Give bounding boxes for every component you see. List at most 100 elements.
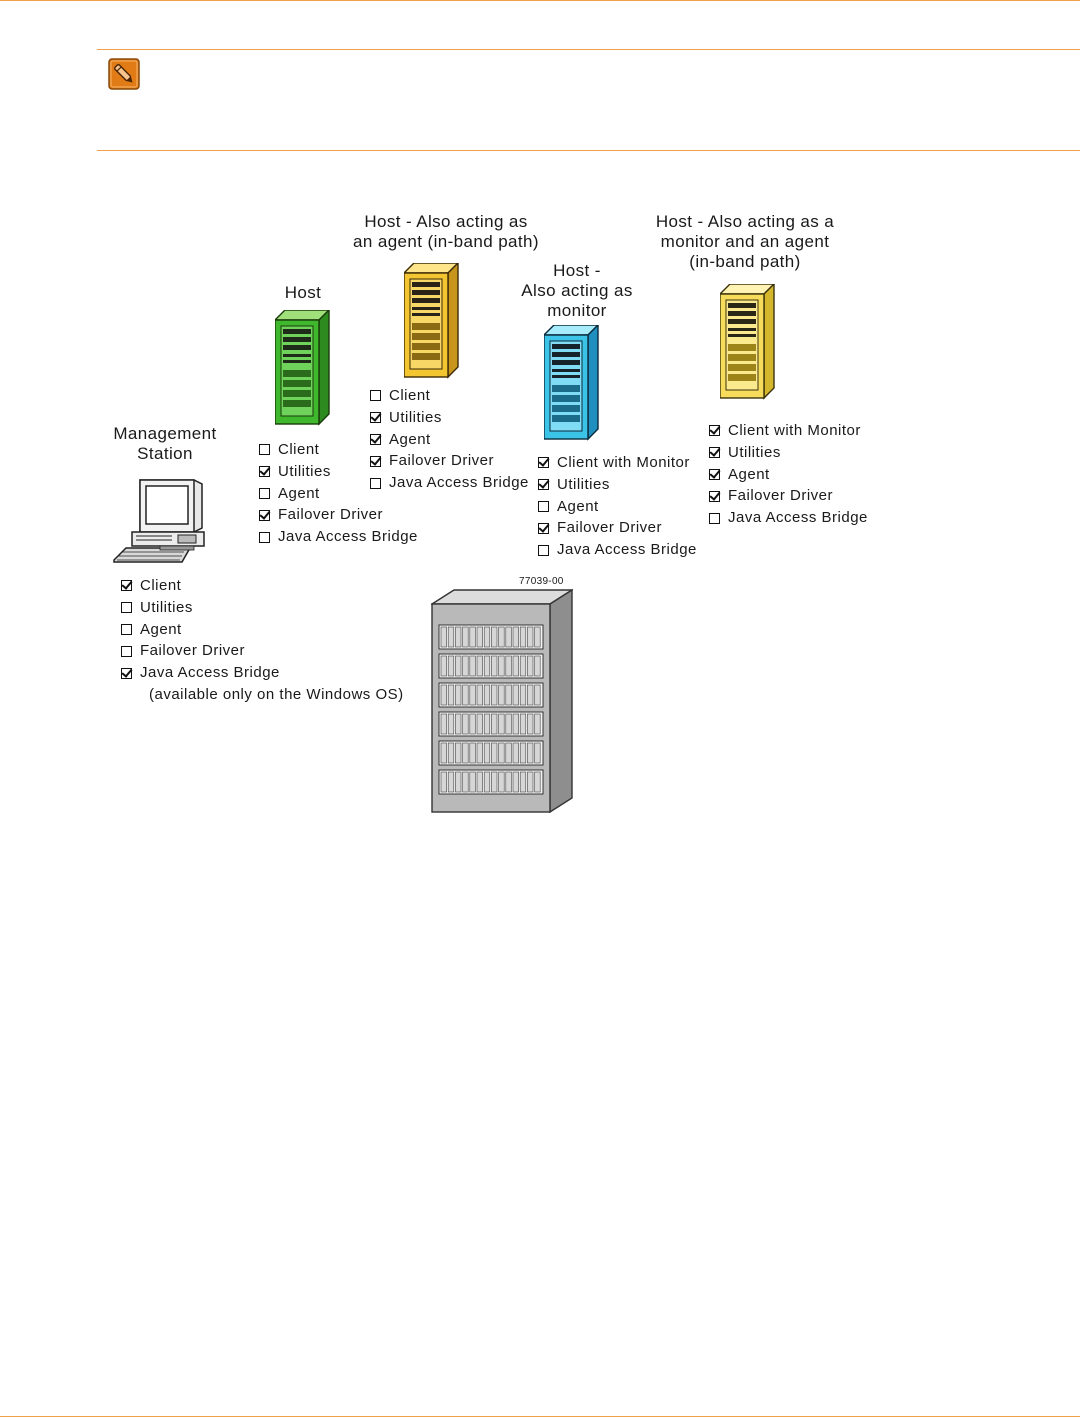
component-item: Client bbox=[370, 385, 529, 407]
unchecked-box-icon bbox=[538, 544, 549, 556]
drive-slot bbox=[519, 684, 527, 706]
drive-slot bbox=[483, 742, 491, 764]
component-item: Client with Monitor bbox=[538, 452, 697, 474]
drive-slot bbox=[512, 626, 519, 648]
drive-slot bbox=[476, 713, 483, 735]
unchecked-box-icon bbox=[370, 390, 381, 402]
checked-box-icon bbox=[370, 433, 381, 445]
checked-box-icon bbox=[709, 490, 720, 502]
component-item: Java Access Bridge bbox=[709, 507, 868, 529]
checked-box-icon bbox=[259, 466, 270, 478]
drive-slot bbox=[491, 713, 498, 735]
drive-slot bbox=[491, 742, 498, 764]
drive-slot bbox=[447, 626, 455, 648]
drive-slot bbox=[455, 626, 462, 648]
drive-slot bbox=[462, 684, 469, 706]
drive-slot bbox=[498, 684, 505, 706]
component-item: Failover Driver bbox=[370, 450, 529, 472]
host-monitor-agent-components: Client with Monitor Utilities Agent Fail… bbox=[709, 420, 868, 529]
drive-slot bbox=[440, 713, 447, 735]
drive-slot bbox=[534, 771, 541, 793]
host-monitor-label: Host - Also acting as monitor bbox=[521, 261, 633, 320]
note-pencil-icon bbox=[108, 58, 140, 90]
drive-slot bbox=[512, 655, 519, 677]
host-agent-label: Host - Also acting as an agent (in-band … bbox=[353, 212, 539, 251]
checked-box-icon bbox=[121, 580, 132, 592]
drive-slot bbox=[505, 626, 512, 648]
component-item: Failover Driver bbox=[709, 485, 868, 507]
drive-slot bbox=[447, 655, 455, 677]
unchecked-box-icon bbox=[538, 500, 549, 512]
drive-slot bbox=[505, 655, 512, 677]
drive-slot bbox=[447, 742, 455, 764]
checked-box-icon bbox=[709, 447, 720, 459]
host-agent-components: Client Utilities Agent Failover Driver J… bbox=[370, 385, 529, 494]
component-item: Client bbox=[259, 439, 418, 461]
drive-slot bbox=[462, 742, 469, 764]
drive-slot bbox=[498, 655, 505, 677]
figure-id: 77039-00 bbox=[519, 576, 564, 587]
management-station-computer-icon bbox=[113, 479, 205, 563]
drive-slot bbox=[483, 713, 491, 735]
drive-slot bbox=[476, 684, 483, 706]
drive-slot bbox=[519, 771, 527, 793]
unchecked-box-icon bbox=[259, 444, 270, 456]
drive-slot bbox=[534, 742, 541, 764]
checked-box-icon bbox=[121, 667, 132, 679]
host-agent-server-icon bbox=[404, 263, 459, 379]
unchecked-box-icon bbox=[121, 645, 132, 657]
drive-slot bbox=[440, 684, 447, 706]
component-item: Failover Driver bbox=[259, 504, 418, 526]
drive-slot bbox=[462, 655, 469, 677]
windows-only-note: (available only on the Windows OS) bbox=[149, 686, 404, 703]
drive-slot bbox=[527, 771, 534, 793]
component-item: Utilities bbox=[370, 407, 529, 429]
drive-slot bbox=[491, 684, 498, 706]
drive-slot bbox=[483, 626, 491, 648]
drive-slot bbox=[512, 742, 519, 764]
drive-slot bbox=[476, 655, 483, 677]
host-components: Client Utilities Agent Failover Driver J… bbox=[259, 439, 418, 548]
drive-slot bbox=[447, 771, 455, 793]
drive-slot bbox=[455, 684, 462, 706]
drive-slot bbox=[519, 626, 527, 648]
drive-slot bbox=[534, 684, 541, 706]
drive-slot bbox=[519, 742, 527, 764]
note-top-rule bbox=[97, 49, 1080, 50]
drive-slot bbox=[469, 713, 476, 735]
checked-box-icon bbox=[538, 522, 549, 534]
unchecked-box-icon bbox=[121, 623, 132, 635]
component-item: Agent bbox=[121, 619, 280, 641]
drive-slot bbox=[455, 655, 462, 677]
drive-slot bbox=[534, 655, 541, 677]
drive-slot bbox=[512, 771, 519, 793]
checked-box-icon bbox=[538, 457, 549, 469]
drive-slot bbox=[534, 713, 541, 735]
unchecked-box-icon bbox=[709, 512, 720, 524]
drive-slot bbox=[469, 655, 476, 677]
unchecked-box-icon bbox=[259, 531, 270, 543]
checked-box-icon bbox=[259, 509, 270, 521]
drive-slot bbox=[469, 626, 476, 648]
drive-slot bbox=[455, 713, 462, 735]
drive-slot bbox=[491, 626, 498, 648]
drive-slot bbox=[455, 771, 462, 793]
system-diagram: Management Station Host Host - Also acti… bbox=[0, 0, 1080, 860]
drive-slot bbox=[512, 684, 519, 706]
drive-slot bbox=[505, 742, 512, 764]
host-server-icon bbox=[275, 310, 330, 426]
drive-slot bbox=[498, 771, 505, 793]
drive-slot bbox=[483, 655, 491, 677]
drive-slot bbox=[512, 713, 519, 735]
drive-slot bbox=[455, 742, 462, 764]
component-item: Java Access Bridge bbox=[259, 526, 418, 548]
component-item: Java Access Bridge bbox=[538, 539, 697, 561]
drive-slot bbox=[483, 771, 491, 793]
checked-box-icon bbox=[370, 455, 381, 467]
drive-slot bbox=[483, 684, 491, 706]
drive-slot bbox=[462, 713, 469, 735]
checked-box-icon bbox=[538, 479, 549, 491]
drive-slot bbox=[440, 655, 447, 677]
top-page-rule bbox=[0, 0, 1080, 1]
drive-slot bbox=[505, 771, 512, 793]
